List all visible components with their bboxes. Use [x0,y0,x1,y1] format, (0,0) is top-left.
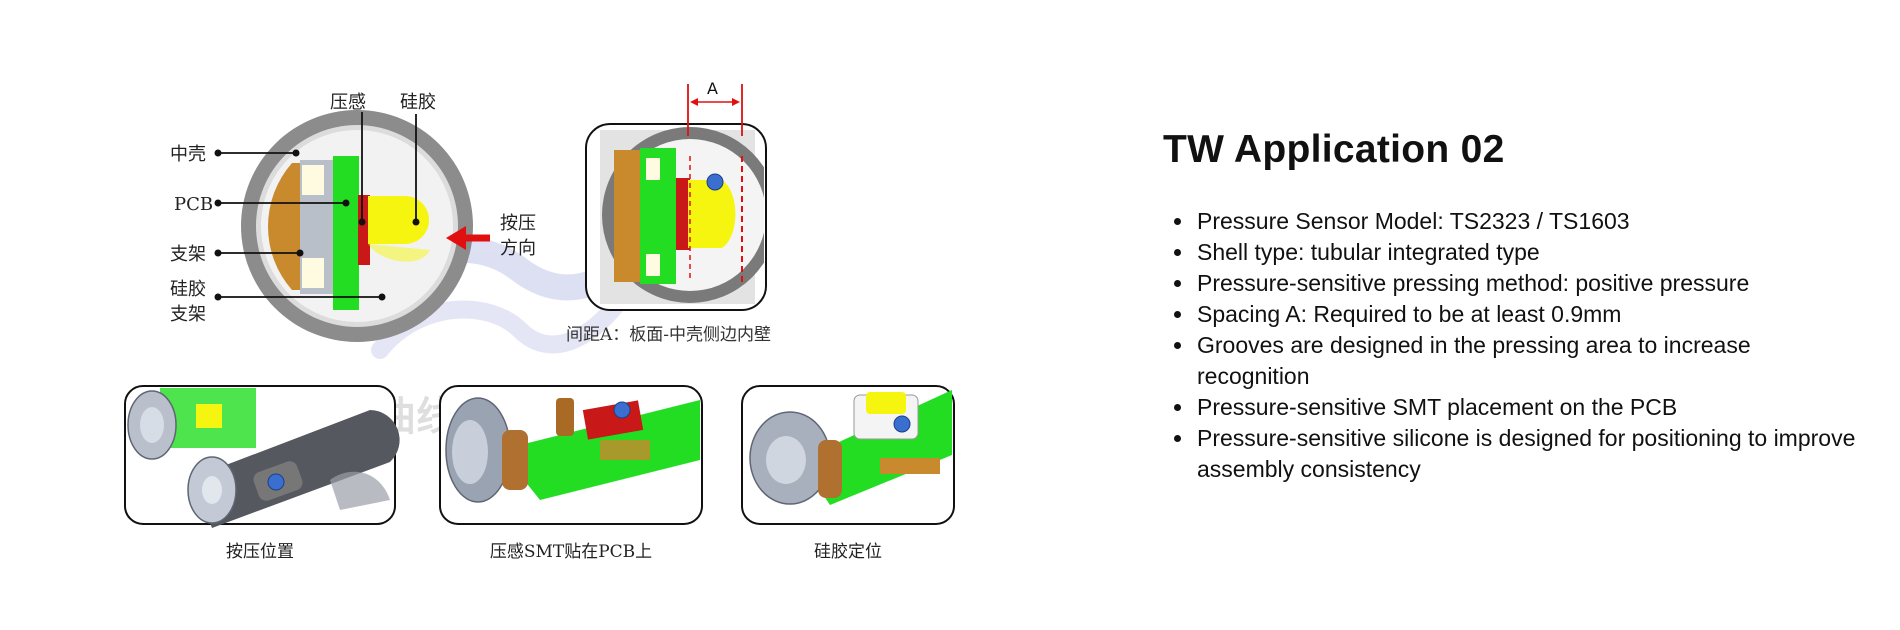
panel-silicone-positioning: 硅胶定位 [741,385,955,562]
dimension-a-label: A [707,79,718,98]
caption-smt-on-pcb: 压感SMT贴在PCB上 [490,542,652,562]
label-silicone-bracket-1: 硅胶 [170,279,206,300]
callout-pcb: PCB [174,194,350,215]
callout-middle-shell: 中壳 [170,144,300,165]
list-item: Pressure-sensitive silicone is designed … [1195,423,1863,485]
list-item: Spacing A: Required to be at least 0.9mm [1195,299,1863,330]
list-item: Shell type: tubular integrated type [1195,237,1863,268]
label-silicone: 硅胶 [400,92,436,113]
label-pcb: PCB [174,194,213,215]
caption-pressing-position: 按压位置 [226,542,294,562]
press-direction-arrow: 按压 方向 [446,213,536,259]
caption-silicone-positioning: 硅胶定位 [814,542,882,562]
structure-diagram: 中壳 PCB 支架 硅胶 支架 压感 硅胶 按压 方向 [124,79,955,562]
info-panel: TW Application 02 Pressure Sensor Model:… [1163,128,1863,485]
panel-pressing-position: 按压位置 [124,385,400,562]
callout-silicone-bracket: 硅胶 支架 [170,279,386,325]
label-silicone-bracket-2: 支架 [170,304,206,325]
feature-list: Pressure Sensor Model: TS2323 / TS1603 S… [1163,206,1863,485]
callout-silicone: 硅胶 [400,92,436,226]
list-item: Pressure Sensor Model: TS2323 / TS1603 [1195,206,1863,237]
label-middle-shell: 中壳 [170,144,206,165]
list-item: Pressure-sensitive pressing method: posi… [1195,268,1863,299]
callout-pressure-sense: 压感 [330,92,366,226]
label-bracket: 支架 [170,244,206,265]
callout-bracket: 支架 [170,244,304,265]
spacing-note: 间距A：板面-中壳侧边内壁 [566,325,771,345]
label-pressure-sense: 压感 [330,92,366,113]
detail-view-spacing: A 间距A：板面-中壳侧边内壁 [566,79,771,345]
list-item: Pressure-sensitive SMT placement on the … [1195,392,1863,423]
list-item: Grooves are designed in the pressing are… [1195,330,1863,392]
page-title: TW Application 02 [1163,128,1505,171]
cross-section-main [241,110,473,342]
label-press-2: 方向 [500,238,536,259]
panel-smt-on-pcb: 压感SMT贴在PCB上 [439,385,703,562]
label-press-1: 按压 [500,213,536,234]
